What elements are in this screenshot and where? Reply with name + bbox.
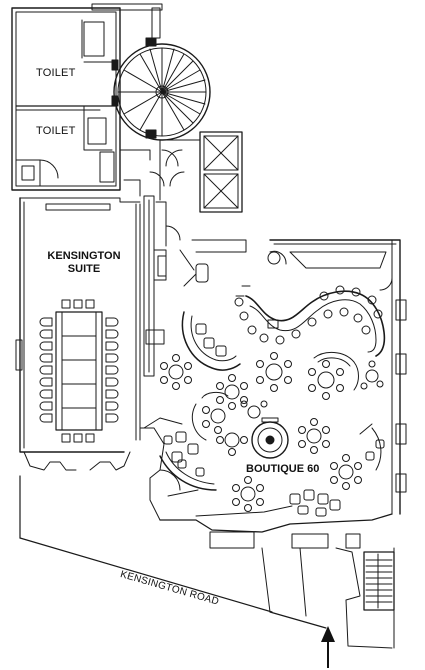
boutique-walls bbox=[139, 239, 407, 549]
conference-chairs bbox=[39, 299, 119, 443]
curved-booth-lower bbox=[191, 391, 229, 441]
kensington-suite-walls bbox=[15, 197, 141, 471]
arrow-up-icon bbox=[321, 626, 335, 668]
street-boundary bbox=[19, 475, 393, 649]
toilet-block bbox=[11, 3, 163, 191]
curved-booth-bottom bbox=[159, 451, 217, 491]
lift-shafts bbox=[123, 131, 243, 213]
curved-booth-center bbox=[313, 352, 359, 391]
curved-banquette bbox=[235, 285, 386, 357]
bar-counter bbox=[143, 195, 247, 377]
curved-booth-left bbox=[181, 311, 241, 371]
lounge-chairs bbox=[163, 323, 385, 517]
banquette-chairs bbox=[234, 285, 383, 345]
conference-table bbox=[55, 311, 103, 431]
entrance-stair bbox=[363, 547, 395, 649]
round-tables bbox=[160, 352, 384, 512]
curved-booth-right bbox=[359, 423, 382, 471]
centre-feature bbox=[251, 417, 289, 459]
spiral-staircase bbox=[111, 37, 211, 161]
